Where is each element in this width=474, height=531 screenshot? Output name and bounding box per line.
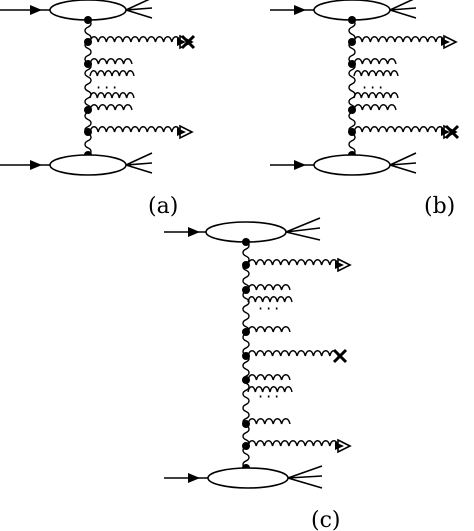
panel-a-ladder <box>84 16 196 159</box>
gluon-rung-arrow <box>89 126 181 133</box>
hadron-blob <box>313 154 391 176</box>
panel-a-bottom-hadron <box>0 152 153 176</box>
panel-c-label: (c) <box>311 508 341 531</box>
panel-a-top-hadron <box>0 0 153 21</box>
gluon-rung-short <box>89 92 135 99</box>
vertex-dot <box>84 128 92 136</box>
vertex-dot <box>242 442 250 450</box>
vertex-dot <box>242 376 250 384</box>
gluon-rung-short <box>353 104 397 111</box>
incoming-arrow-icon <box>30 5 42 15</box>
incoming-arrow-icon <box>294 5 306 15</box>
arrow-fill-icon <box>177 38 186 46</box>
gluon-rung-short <box>353 92 399 99</box>
panel-b-label: (b) <box>424 194 455 219</box>
vertex-dot <box>242 328 250 336</box>
vertex-dot <box>242 261 250 269</box>
vertex-dot <box>348 106 356 114</box>
panel-c-ellipsis-upper: ··· <box>258 299 282 318</box>
incoming-arrow-icon <box>294 160 306 170</box>
panel-b-bottom-hadron <box>270 152 417 176</box>
vertex-dot <box>242 286 250 294</box>
hadron-blob <box>49 154 127 176</box>
gluon-rung-short <box>353 58 397 65</box>
vertex-dot <box>348 128 356 136</box>
arrow-fill-icon <box>177 128 186 136</box>
panel-a-label: (a) <box>148 194 178 219</box>
gluon-rung-arrow <box>247 259 339 266</box>
arrow-fill-icon <box>335 442 344 450</box>
hadron-blob <box>207 467 289 489</box>
panel-c-ellipsis-lower: ··· <box>258 387 282 406</box>
cross-icon <box>332 348 348 364</box>
gluon-rung-short <box>353 70 399 77</box>
vertex-dot <box>84 60 92 68</box>
panel-b: ··· (b) <box>270 0 460 219</box>
cross-icon <box>180 34 196 50</box>
gluon-rung-marked <box>89 36 181 43</box>
gluon-rung-short <box>247 296 293 303</box>
panel-c: ··· ··· (c) <box>164 217 352 531</box>
gluon-rung-arrow <box>247 440 339 447</box>
arrow-fill-icon <box>441 38 450 46</box>
vertex-dot <box>348 38 356 46</box>
vertex-dot <box>84 38 92 46</box>
gluon-rung-short <box>89 58 133 65</box>
panel-c-bottom-hadron <box>164 465 323 489</box>
incoming-arrow-icon <box>30 160 42 170</box>
gluon-rung-cross <box>247 350 339 357</box>
arrow-fill-icon <box>441 128 450 136</box>
vertex-dot <box>242 238 250 246</box>
gluon-rung-short <box>89 70 135 77</box>
gluon-rung-short <box>247 374 291 381</box>
gluon-rung-short <box>89 104 133 111</box>
gluon-rung-short <box>247 284 291 291</box>
vertex-dot <box>242 352 250 360</box>
gluon-rung-marked <box>353 126 445 133</box>
incoming-arrow-icon <box>188 473 200 483</box>
panel-b-top-hadron <box>270 0 417 21</box>
panel-a-ellipsis: ··· <box>96 78 120 97</box>
vertex-dot <box>84 106 92 114</box>
vertex-dot <box>242 420 250 428</box>
vertex-dot <box>348 16 356 24</box>
panel-c-top-hadron <box>164 217 321 243</box>
cross-icon <box>444 124 460 140</box>
arrow-fill-icon <box>335 261 344 269</box>
panel-a: ··· (a) <box>0 0 196 219</box>
vertex-dot <box>348 60 356 68</box>
gluon-rung-short <box>247 326 291 333</box>
incoming-arrow-icon <box>188 227 200 237</box>
panel-b-ellipsis: ··· <box>362 78 386 97</box>
panel-c-ladder <box>242 238 352 472</box>
gluon-rung-arrow <box>353 36 445 43</box>
panel-b-ladder <box>348 16 460 159</box>
vertex-dot <box>84 16 92 24</box>
gluon-rung-short <box>247 386 293 393</box>
gluon-rung-short <box>247 418 291 425</box>
